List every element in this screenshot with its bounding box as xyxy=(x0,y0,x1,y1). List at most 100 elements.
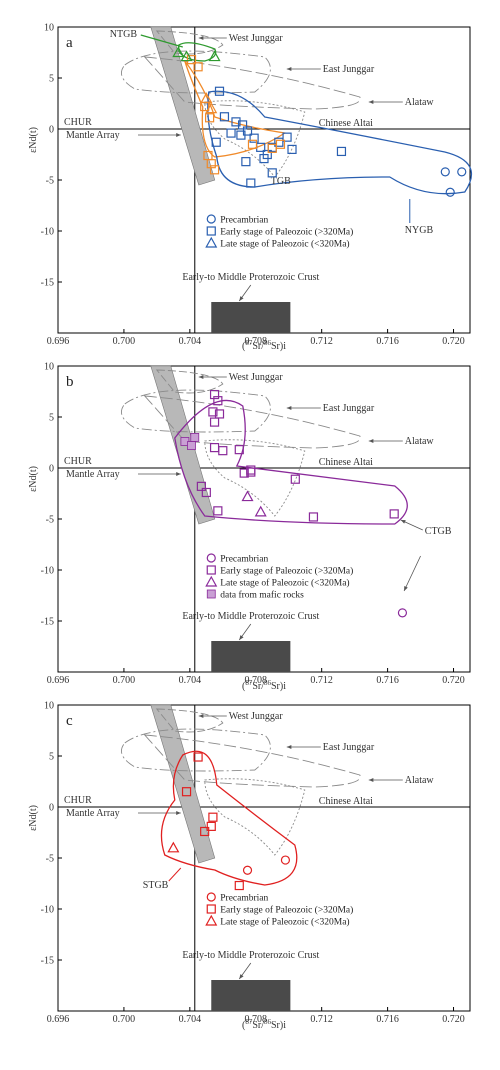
data-point-circle xyxy=(457,167,467,177)
west-junggar-field xyxy=(155,30,224,55)
data-point-square xyxy=(193,62,203,72)
data-point-square xyxy=(308,512,319,522)
data-point-square xyxy=(226,128,236,138)
plot-frame xyxy=(57,704,471,1012)
x-axis-label: (87Sr/86Sr)i xyxy=(242,679,286,692)
label-mantle-array: Mantle Array xyxy=(66,469,120,480)
x-tick-label: 0.704 xyxy=(179,1014,202,1025)
data-point-square xyxy=(206,565,216,575)
label-chur: CHUR xyxy=(64,795,92,806)
data-point-square xyxy=(186,55,197,65)
y-tick-label: -5 xyxy=(46,176,54,187)
x-tick-label: 0.720 xyxy=(442,675,465,686)
legend-label: Early stage of Paleozoic (>320Ma) xyxy=(220,566,353,577)
y-axis-label: εNd(t) xyxy=(28,466,39,492)
legend-label: data from mafic rocks xyxy=(220,590,304,601)
leader-alataw-head xyxy=(368,439,374,443)
data-point-square xyxy=(196,481,206,491)
y-tick-label: -10 xyxy=(41,227,54,238)
label-mantle-array: Mantle Array xyxy=(66,808,120,819)
nygb-envelope xyxy=(207,90,473,195)
data-point-square xyxy=(389,509,399,519)
panel-letter: b xyxy=(66,374,74,390)
leader-ctgb-precambrian xyxy=(403,555,421,592)
chinese-altai-field xyxy=(204,439,306,517)
y-tick-label: 0 xyxy=(49,464,54,475)
stgb-envelope xyxy=(160,750,298,886)
y-tick-label: 10 xyxy=(44,701,54,712)
chinese-altai-field xyxy=(204,778,306,856)
x-tick-label: 0.712 xyxy=(310,675,333,686)
data-point-circle xyxy=(242,865,253,875)
plot-frame xyxy=(57,26,471,334)
data-point-square xyxy=(234,445,244,455)
data-point-square xyxy=(219,112,230,122)
data-point-triangle xyxy=(172,46,185,58)
x-tick-label: 0.700 xyxy=(113,1014,136,1025)
label-chinese-altai: Chinese Altai xyxy=(319,457,373,468)
x-tick-label: 0.712 xyxy=(310,336,333,347)
data-point-triangle xyxy=(205,575,218,587)
data-point-square xyxy=(246,465,256,475)
data-point-square xyxy=(274,137,284,147)
y-tick-label: -15 xyxy=(41,956,54,967)
leader-alataw-head xyxy=(368,100,374,104)
label-alataw: Alataw xyxy=(405,436,435,447)
legend-label: Precambrian xyxy=(220,216,268,226)
leader-mantle-array-head xyxy=(176,472,181,476)
data-point-triangle xyxy=(180,50,193,62)
x-tick-label: 0.720 xyxy=(442,336,465,347)
data-point-triangle xyxy=(205,102,218,114)
x-tick-label: 0.700 xyxy=(113,675,136,686)
label-west-junggar: West Junggar xyxy=(229,711,284,722)
data-point-square xyxy=(247,139,258,149)
label-alataw: Alataw xyxy=(405,97,435,108)
label-tgb: TGB xyxy=(271,176,291,187)
label-west-junggar: West Junggar xyxy=(229,372,284,383)
data-point-square xyxy=(282,132,292,142)
x-tick-label: 0.712 xyxy=(310,1014,333,1025)
data-point-square xyxy=(213,396,223,406)
label-chinese-altai: Chinese Altai xyxy=(319,796,373,807)
data-point-triangle xyxy=(208,50,221,62)
leader-ctgb-head xyxy=(400,520,406,524)
label-chinese-altai: Chinese Altai xyxy=(319,118,373,129)
label-mantle-array: Mantle Array xyxy=(66,130,120,141)
legend-label: Precambrian xyxy=(220,894,268,904)
east-junggar-field xyxy=(121,389,271,433)
data-point-filled-square xyxy=(206,589,216,599)
data-point-square xyxy=(209,443,220,453)
leader-west-junggar-head xyxy=(198,375,204,379)
data-point-square xyxy=(234,880,244,891)
leader-stgb xyxy=(168,867,182,882)
leader-east-junggar-head xyxy=(286,67,292,71)
mantle-array-band xyxy=(150,26,216,186)
x-tick-label: 0.696 xyxy=(47,675,70,686)
data-point-square xyxy=(231,117,241,127)
leader-west-junggar-head xyxy=(198,36,204,40)
data-point-square xyxy=(239,468,249,478)
alataw-field xyxy=(143,56,361,110)
data-point-circle xyxy=(445,187,455,197)
legend-label: Late stage of Paleozoic (<320Ma) xyxy=(220,578,349,589)
leader-alataw-head xyxy=(368,778,374,782)
data-point-square xyxy=(205,113,215,123)
leader-east-junggar-head xyxy=(286,406,292,410)
data-point-circle xyxy=(206,214,216,224)
y-tick-label: 0 xyxy=(49,125,54,136)
y-axis-label: εNd(t) xyxy=(28,127,39,153)
plot-frame xyxy=(57,365,471,673)
data-point-square xyxy=(209,417,220,427)
data-point-square xyxy=(287,144,297,154)
y-tick-label: 10 xyxy=(44,23,54,34)
data-point-square xyxy=(206,226,216,236)
label-crust: Early-to Middle Proterozoic Crust xyxy=(182,611,319,622)
label-crust: Early-to Middle Proterozoic Crust xyxy=(182,272,319,283)
label-nygb: NYGB xyxy=(405,225,434,236)
west-junggar-field xyxy=(155,708,224,733)
x-axis-label: (87Sr/86Sr)i xyxy=(242,339,286,352)
data-point-circle xyxy=(280,855,291,865)
